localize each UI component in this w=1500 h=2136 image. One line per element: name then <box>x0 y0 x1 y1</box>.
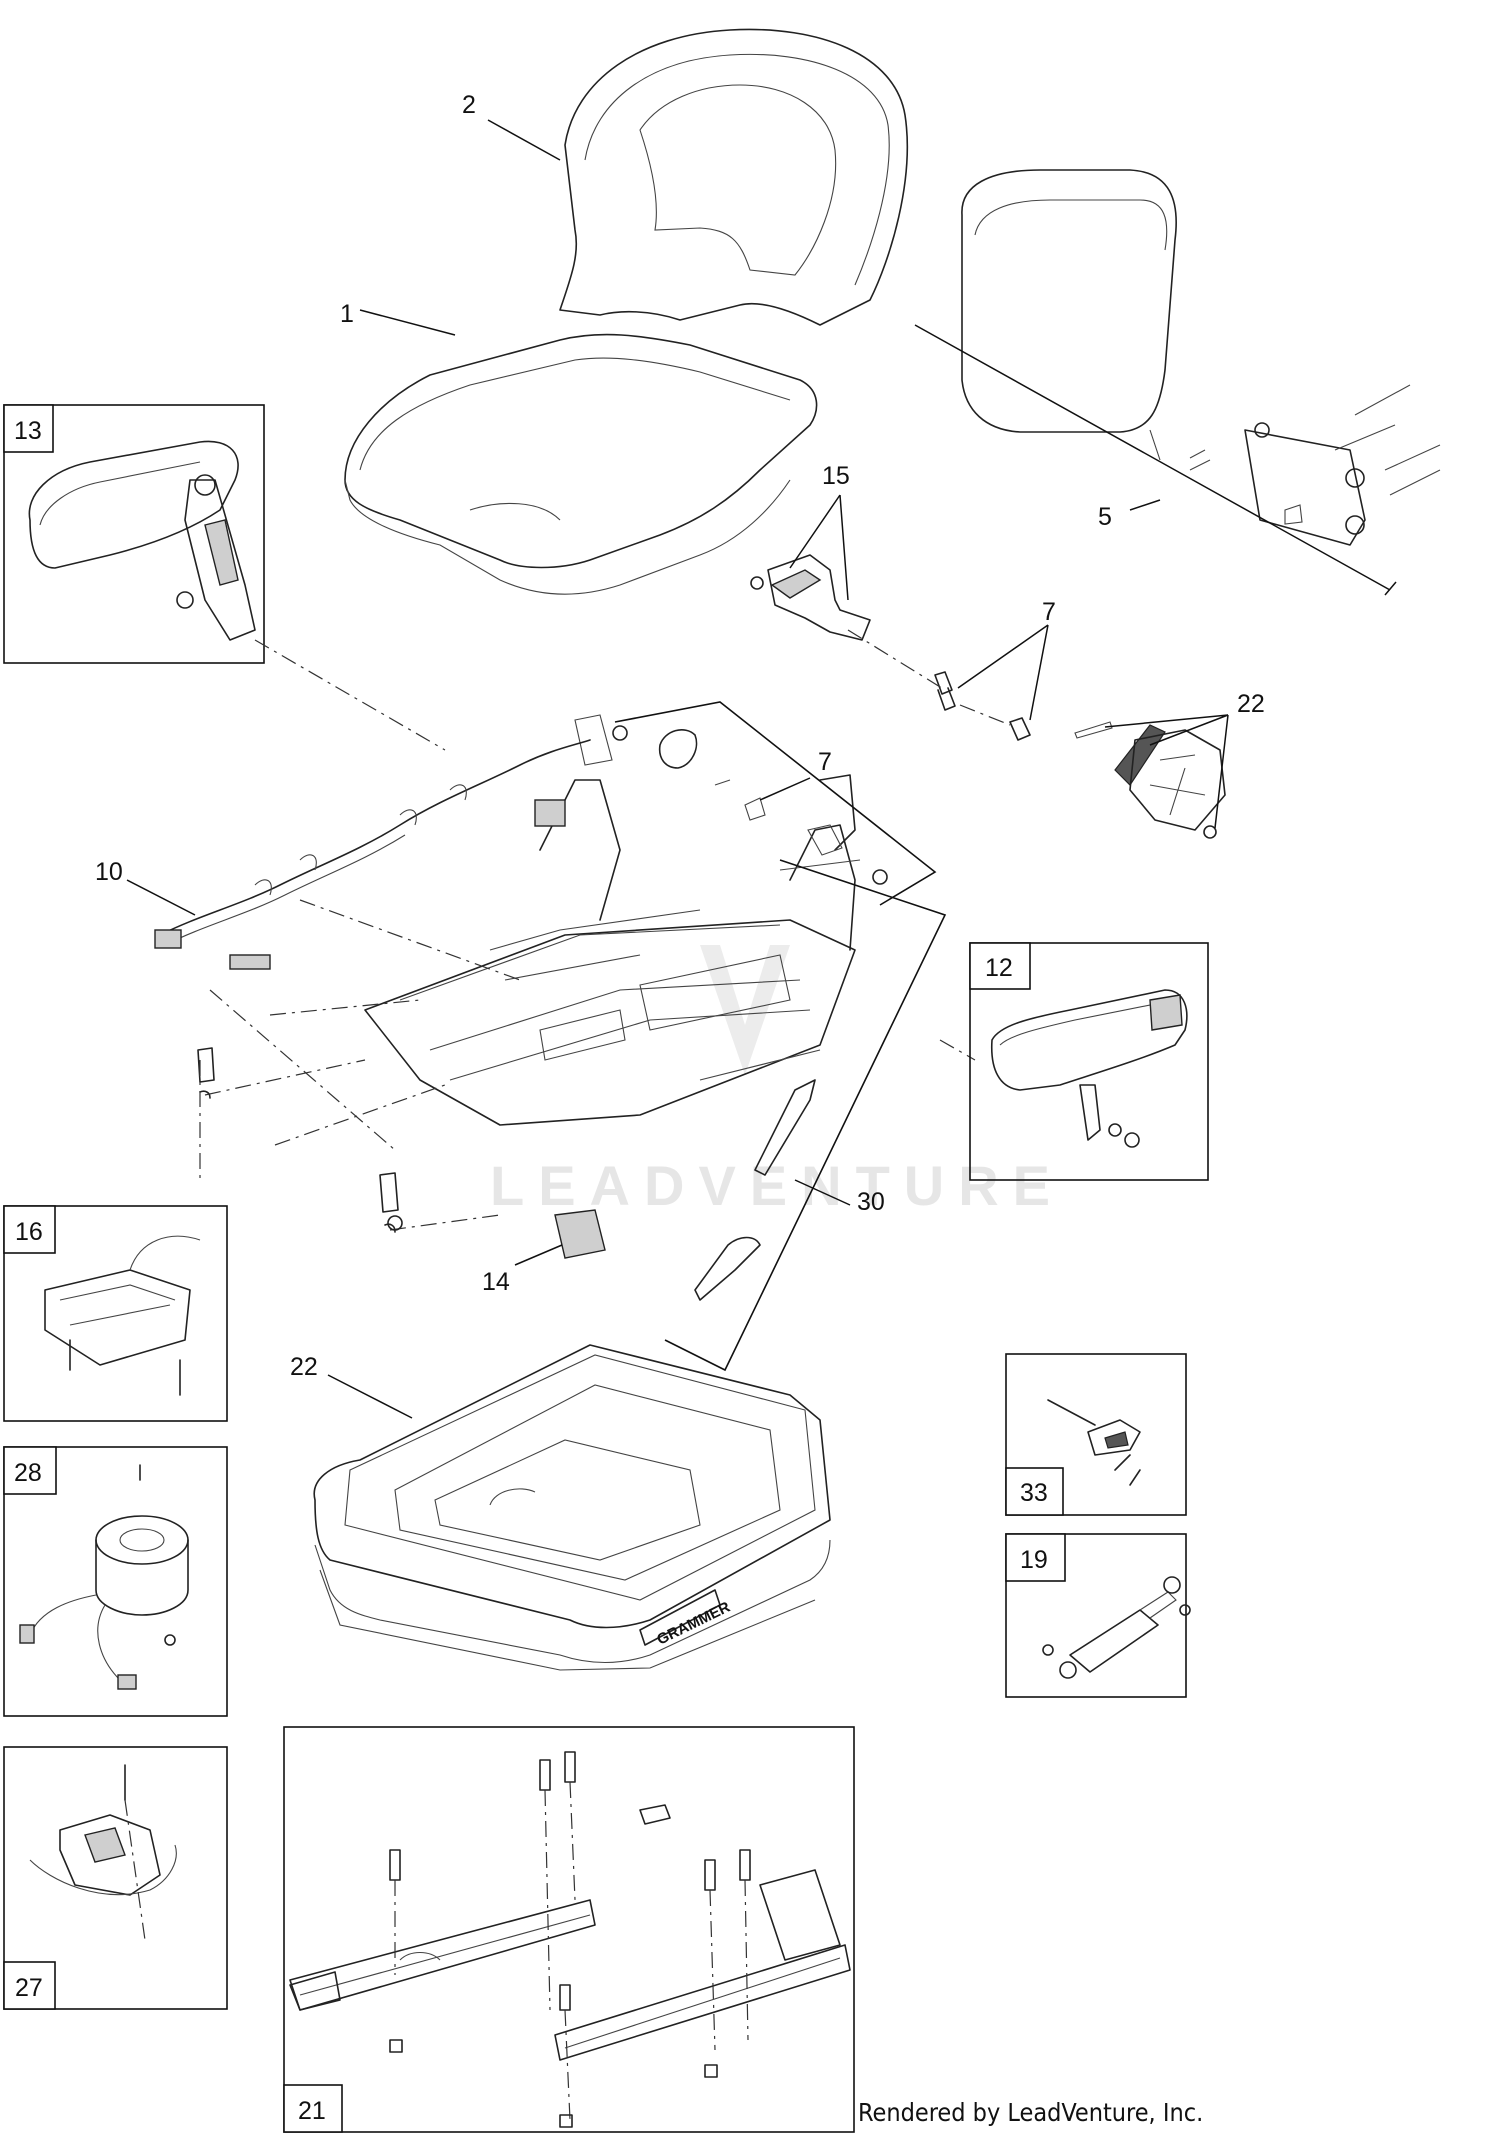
label-16: 16 <box>15 1218 43 1246</box>
rendered-by-credit: Rendered by LeadVenture, Inc. <box>858 2098 1204 2127</box>
part-19-shock <box>1042 1576 1191 1679</box>
callout-1: 1 <box>340 300 354 328</box>
part-nut-lower <box>387 1215 403 1231</box>
tag-16 <box>3 1205 56 1254</box>
box-13 <box>3 404 265 664</box>
part-spring-center <box>379 1172 399 1233</box>
part-spring-left <box>197 1047 215 1099</box>
callout-30: 30 <box>857 1188 885 1216</box>
part-bolt-upper <box>934 671 956 711</box>
label-21: 21 <box>298 2097 326 2125</box>
label-27: 27 <box>15 1974 43 2002</box>
part-headrest <box>961 169 1441 546</box>
part-belt-retractor <box>1074 721 1226 839</box>
callout-5: 5 <box>1098 503 1112 531</box>
box-12 <box>969 942 1209 1181</box>
guide-spring-2 <box>389 1214 501 1231</box>
leader-2 <box>487 119 561 161</box>
leader-22b <box>1104 714 1229 829</box>
label-33: 33 <box>1020 1479 1048 1507</box>
box-33 <box>1005 1353 1187 1516</box>
leader-10 <box>126 879 196 916</box>
part-27-valve <box>29 1764 177 1941</box>
box-27 <box>3 1746 228 2010</box>
part-seat-frame <box>364 714 861 1126</box>
part-suspension-base <box>313 1344 831 1671</box>
part-bolt-middle <box>1009 717 1031 741</box>
part-nut-right <box>872 869 888 885</box>
label-12: 12 <box>985 954 1013 982</box>
tag-19 <box>1005 1533 1066 1582</box>
leader-5b <box>1384 581 1397 596</box>
guide-belt <box>847 629 946 691</box>
leader-7b <box>759 777 811 801</box>
tag-28 <box>3 1446 57 1495</box>
callout-10: 10 <box>95 858 123 886</box>
leader-1 <box>359 309 456 336</box>
part-frame-gear <box>658 729 698 769</box>
tag-13 <box>3 404 54 453</box>
guide-spring-1 <box>204 1059 366 1096</box>
guide-12 <box>939 1039 976 1061</box>
guide-frame-1 <box>269 999 421 1016</box>
guide-frame-4 <box>274 1084 446 1146</box>
part-lever-30 <box>694 1079 816 1301</box>
guide-13 <box>254 639 446 751</box>
box-28 <box>3 1446 228 1717</box>
part-33-lever <box>1047 1399 1141 1486</box>
callout-7a: 7 <box>1042 598 1056 626</box>
part-seat-cushion <box>344 333 818 595</box>
part-knob-15 <box>554 1209 606 1259</box>
leader-14 <box>327 1374 413 1419</box>
callout-22a: 15 <box>822 462 850 490</box>
guide-frame-2 <box>299 899 521 981</box>
callout-7b: 7 <box>818 748 832 776</box>
part-armrest-left <box>28 440 256 641</box>
callout-22b: 22 <box>1237 690 1265 718</box>
box-16 <box>3 1205 228 1422</box>
box-21 <box>283 1726 855 2133</box>
part-nut-upper <box>612 725 628 741</box>
label-28: 28 <box>14 1459 42 1487</box>
leader-5 <box>914 324 1391 591</box>
tag-21 <box>283 2084 343 2133</box>
leader-15 <box>514 1244 563 1266</box>
callout-2: 2 <box>462 91 476 119</box>
guide-frame-3 <box>209 989 396 1151</box>
callout-14: 22 <box>290 1353 318 1381</box>
watermark-text: LEADVENTURE <box>490 1154 1064 1217</box>
tag-33 <box>1005 1467 1064 1516</box>
part-seatbelt-buckle <box>750 554 871 641</box>
watermark-logo <box>700 945 790 1075</box>
tag-27 <box>3 1961 56 2010</box>
guide-belt-2 <box>959 704 1011 726</box>
leader-7a <box>957 624 1049 721</box>
part-armrest-right <box>990 989 1188 1148</box>
part-21-rails <box>289 1751 851 2128</box>
bracket-7-frame <box>614 701 937 906</box>
part-wiring-harness <box>154 739 591 970</box>
part-16-control <box>44 1235 201 1396</box>
part-backrest <box>559 28 909 326</box>
callout-15: 14 <box>482 1268 510 1296</box>
label-19: 19 <box>1020 1546 1048 1574</box>
leader-30 <box>794 1179 851 1206</box>
tag-12 <box>969 942 1031 990</box>
leader-22a <box>789 494 849 601</box>
brand-text: GRAMMER <box>654 1599 733 1649</box>
label-13: 13 <box>14 417 42 445</box>
part-28-compressor <box>19 1464 189 1690</box>
bracket-30 <box>664 859 947 1372</box>
